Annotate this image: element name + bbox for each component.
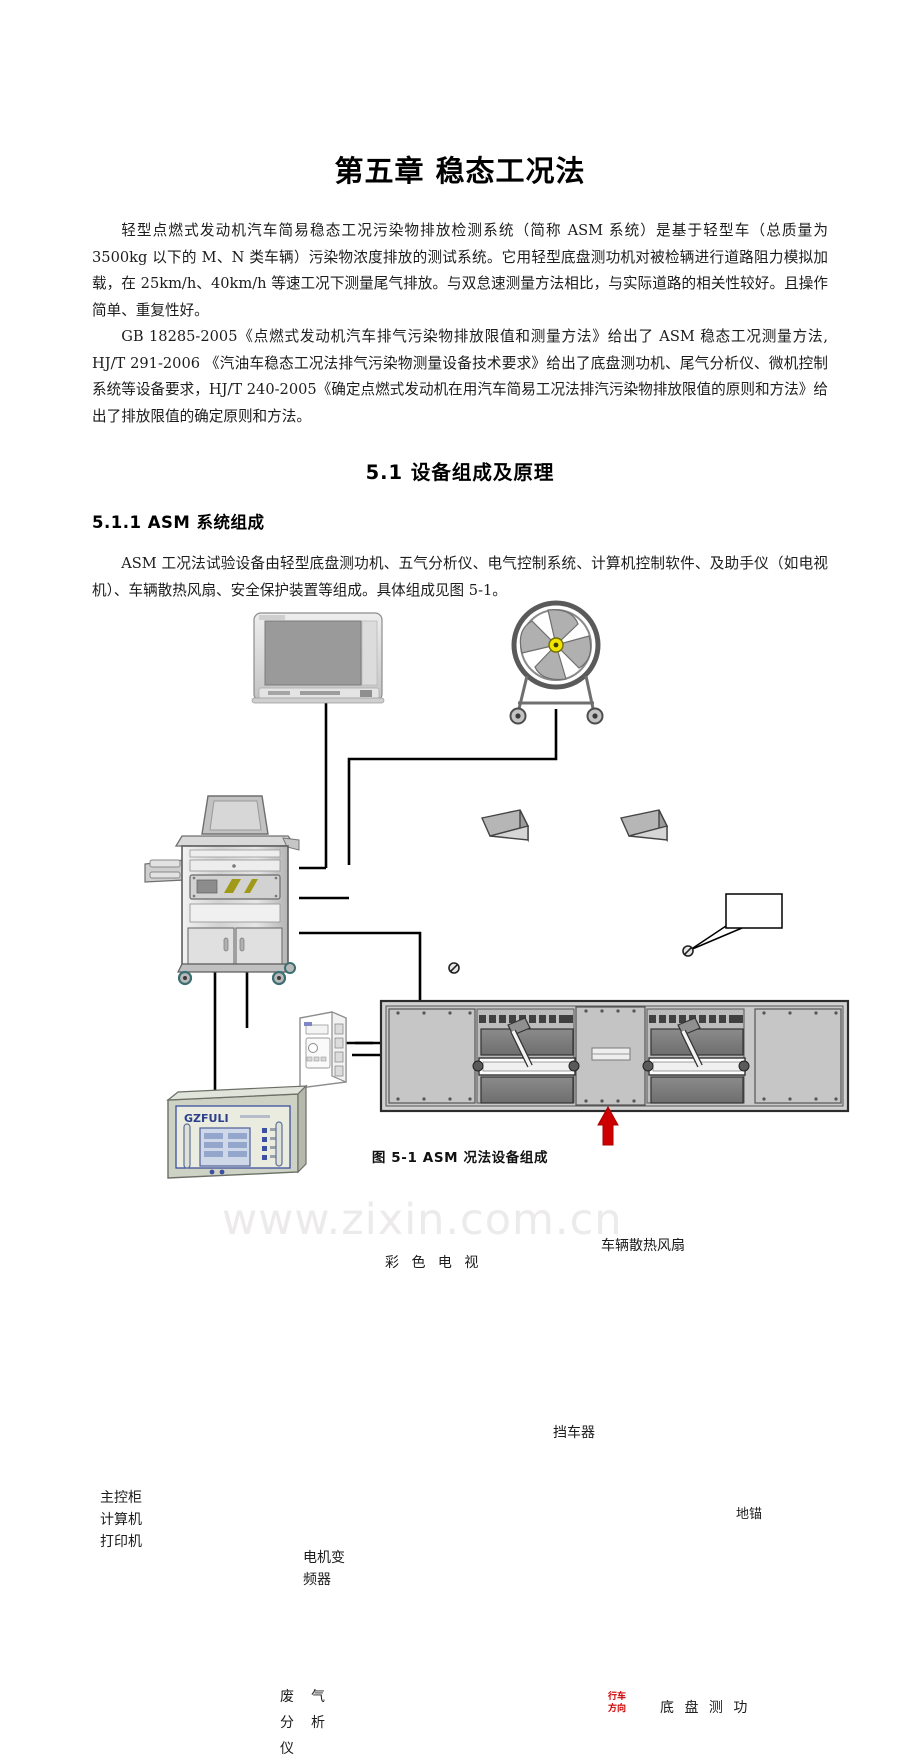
motor-vfd-icon — [299, 1011, 347, 1089]
dyno-roller-bay-right — [642, 1008, 750, 1104]
label-analyzer-c3: 仪 — [280, 1741, 294, 1757]
drive-direction-arrow-icon — [597, 1105, 619, 1146]
section-heading: 5.1 设备组成及原理 — [365, 461, 555, 484]
label-ground-anchor: 地锚 — [736, 1507, 763, 1522]
label-wheel-chock: 挡车器 — [553, 1425, 595, 1441]
label-analyzer-c2: 分 — [280, 1715, 294, 1731]
label-color-tv: 彩 色 电 视 — [385, 1255, 483, 1271]
label-drive-direction-2: 方向 — [608, 1704, 627, 1714]
label-cabinet-line-3: 打印机 — [100, 1534, 142, 1550]
label-cabinet-line-2: 计算机 — [100, 1512, 142, 1528]
paragraph-1: 轻型点燃式发动机汽车简易稳态工况污染物排放检测系统（简称 ASM 系统）是基于轻… — [92, 222, 828, 319]
label-analyzer-c5: 析 — [311, 1715, 325, 1731]
diagram-svg: GZFULI — [144, 600, 850, 1179]
main-control-cabinet-icon — [144, 795, 300, 986]
label-vfd-line-1: 电机变 — [303, 1550, 345, 1566]
watermark: www.zixin.com.cn — [222, 1195, 623, 1245]
label-vfd-line-2: 频器 — [303, 1572, 331, 1588]
chassis-dynamometer-icon — [379, 999, 850, 1113]
text-column: 第五章 稳态工况法 轻型点燃式发动机汽车简易稳态工况污染物排放检测系统（简称 A… — [92, 0, 828, 604]
figure-caption: 图 5-1 ASM 况法设备组成 — [371, 1150, 549, 1166]
label-analyzer-c1: 废 — [280, 1689, 294, 1705]
gas-analyzer-icon: GZFULI — [166, 1084, 308, 1179]
color-tv-icon — [251, 612, 385, 704]
cooling-fan-icon — [509, 600, 604, 725]
label-analyzer-c4: 气 — [311, 1689, 325, 1705]
label-cooling-fan: 车辆散热风扇 — [601, 1238, 685, 1254]
label-drive-direction-1: 行车 — [608, 1692, 627, 1702]
dyno-roller-bay-left — [472, 1008, 580, 1104]
line-fan — [347, 709, 558, 865]
ground-anchor-callout — [682, 893, 783, 957]
page-title: 第五章 稳态工况法 — [334, 154, 586, 188]
wheel-chock-icon-left — [481, 809, 530, 843]
subsection-heading: 5.1.1 ASM 系统组成 — [92, 513, 265, 532]
ground-anchor-icon-left — [448, 962, 460, 974]
label-chassis-dyno: 底 盘 测 功 — [660, 1700, 751, 1716]
figure-diagram: www.zixin.com.cn — [0, 588, 920, 1757]
analyzer-brand-text: GZFULI — [184, 1112, 229, 1125]
label-cabinet-line-1: 主控柜 — [100, 1490, 142, 1506]
subsection-paragraph: ASM 工况法试验设备由轻型底盘测功机、五气分析仪、电气控制系统、计算机控制软件… — [92, 555, 828, 599]
paragraph-2: GB 18285-2005《点燃式发动机汽车排气污染物排放限值和测量方法》给出了… — [92, 328, 828, 425]
wheel-chock-icon-right — [620, 809, 669, 843]
